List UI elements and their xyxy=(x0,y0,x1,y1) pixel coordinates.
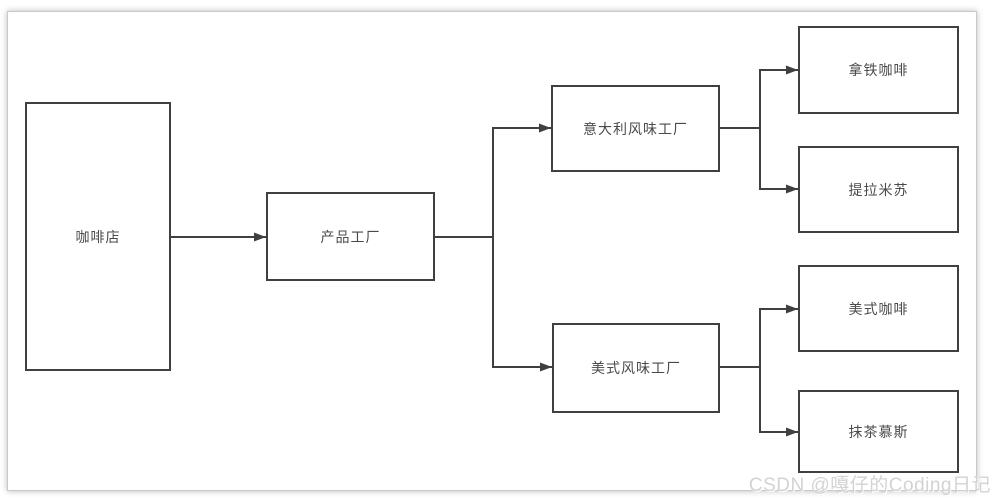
node-coffee-shop: 咖啡店 xyxy=(25,102,171,371)
node-coffee-shop-label: 咖啡店 xyxy=(75,228,121,245)
node-american-flavor-factory: 美式风味工厂 xyxy=(552,323,720,413)
node-matcha-mousse: 抹茶慕斯 xyxy=(798,390,959,473)
node-product-factory: 产品工厂 xyxy=(266,192,435,281)
node-product-factory-label: 产品工厂 xyxy=(320,228,381,245)
node-american-coffee-label: 美式咖啡 xyxy=(848,300,909,317)
node-italian-flavor-factory: 意大利风味工厂 xyxy=(551,85,720,172)
csdn-watermark: CSDN @嘎仔的Coding日记 xyxy=(748,475,991,496)
node-tiramisu-label: 提拉米苏 xyxy=(848,181,909,198)
node-matcha-mousse-label: 抹茶慕斯 xyxy=(848,423,909,440)
node-latte-coffee-label: 拿铁咖啡 xyxy=(848,62,909,78)
node-latte-coffee: 拿铁咖啡 xyxy=(798,26,959,114)
node-italian-flavor-factory-label: 意大利风味工厂 xyxy=(583,120,688,137)
node-american-coffee: 美式咖啡 xyxy=(798,265,959,352)
node-tiramisu: 提拉米苏 xyxy=(798,146,959,233)
node-american-flavor-factory-label: 美式风味工厂 xyxy=(591,360,681,376)
